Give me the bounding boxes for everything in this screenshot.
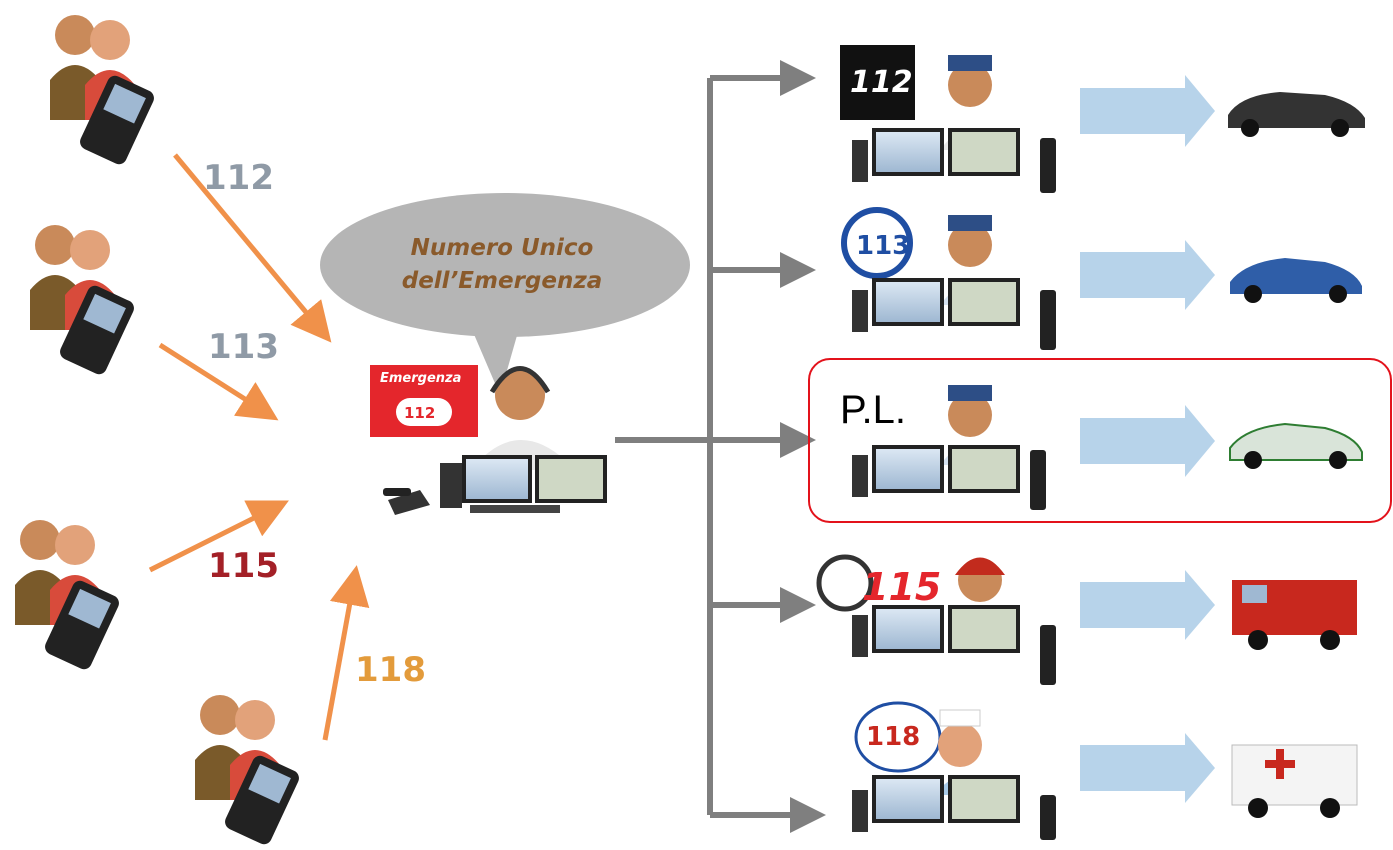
agency-row-118: 118 bbox=[854, 701, 990, 795]
ambulance-icon bbox=[1231, 744, 1358, 818]
bubble-text: Numero Unico dell’Emergenza bbox=[352, 232, 652, 298]
caller-group-4 bbox=[195, 695, 299, 845]
bubble-line-2: dell’Emergenza bbox=[401, 268, 603, 294]
label-118: 118 bbox=[355, 650, 426, 690]
caller-group-3 bbox=[15, 520, 119, 670]
pl-label: P.L. bbox=[840, 388, 906, 432]
central-operator bbox=[480, 366, 565, 470]
svg-text:118: 118 bbox=[866, 722, 920, 752]
pl-highlight-box bbox=[808, 358, 1392, 523]
dispatch-arrow-5 bbox=[1080, 733, 1215, 803]
police-car-icon bbox=[1230, 258, 1362, 303]
arrow-112 bbox=[173, 153, 332, 343]
workstation-112 bbox=[852, 128, 1056, 193]
dispatch-arrow-2 bbox=[1080, 240, 1215, 310]
dispatch-connector bbox=[615, 60, 826, 833]
speech-bubble bbox=[320, 193, 690, 395]
workstation-113 bbox=[852, 278, 1056, 350]
workstation-118 bbox=[852, 775, 1056, 840]
arrow-113 bbox=[158, 342, 279, 421]
fire-truck-icon bbox=[1232, 580, 1357, 650]
caller-group-1 bbox=[50, 15, 154, 165]
arrow-118 bbox=[322, 565, 370, 741]
bubble-line-1: Numero Unico bbox=[410, 235, 594, 261]
svg-text:113: 113 bbox=[856, 231, 910, 261]
workstation-pl bbox=[852, 445, 1046, 510]
svg-text:115: 115 bbox=[862, 565, 941, 609]
caller-group-2 bbox=[30, 225, 134, 375]
carabinieri-car-icon bbox=[1228, 92, 1365, 137]
label-115: 115 bbox=[208, 546, 279, 586]
dispatch-arrow-3 bbox=[1080, 405, 1215, 477]
emergency-112-sign: Emergenza 112 bbox=[370, 365, 478, 437]
agency-row-115: 115 bbox=[816, 554, 1010, 625]
workstation-115 bbox=[852, 605, 1056, 685]
svg-text:112: 112 bbox=[404, 404, 435, 422]
local-police-car-icon bbox=[1229, 422, 1363, 469]
arrow-115 bbox=[148, 500, 289, 573]
svg-text:Emergenza: Emergenza bbox=[380, 371, 461, 386]
central-workstation bbox=[440, 455, 607, 513]
label-113: 113 bbox=[208, 327, 279, 367]
desk-phone-icon bbox=[383, 488, 430, 515]
dispatch-arrow-4 bbox=[1080, 570, 1215, 640]
label-112: 112 bbox=[203, 158, 274, 198]
svg-text:112: 112 bbox=[850, 65, 913, 100]
agency-row-113: 113 bbox=[841, 207, 1000, 305]
agency-row-112: 112 bbox=[840, 45, 1000, 150]
dispatch-arrow-1 bbox=[1080, 75, 1215, 147]
